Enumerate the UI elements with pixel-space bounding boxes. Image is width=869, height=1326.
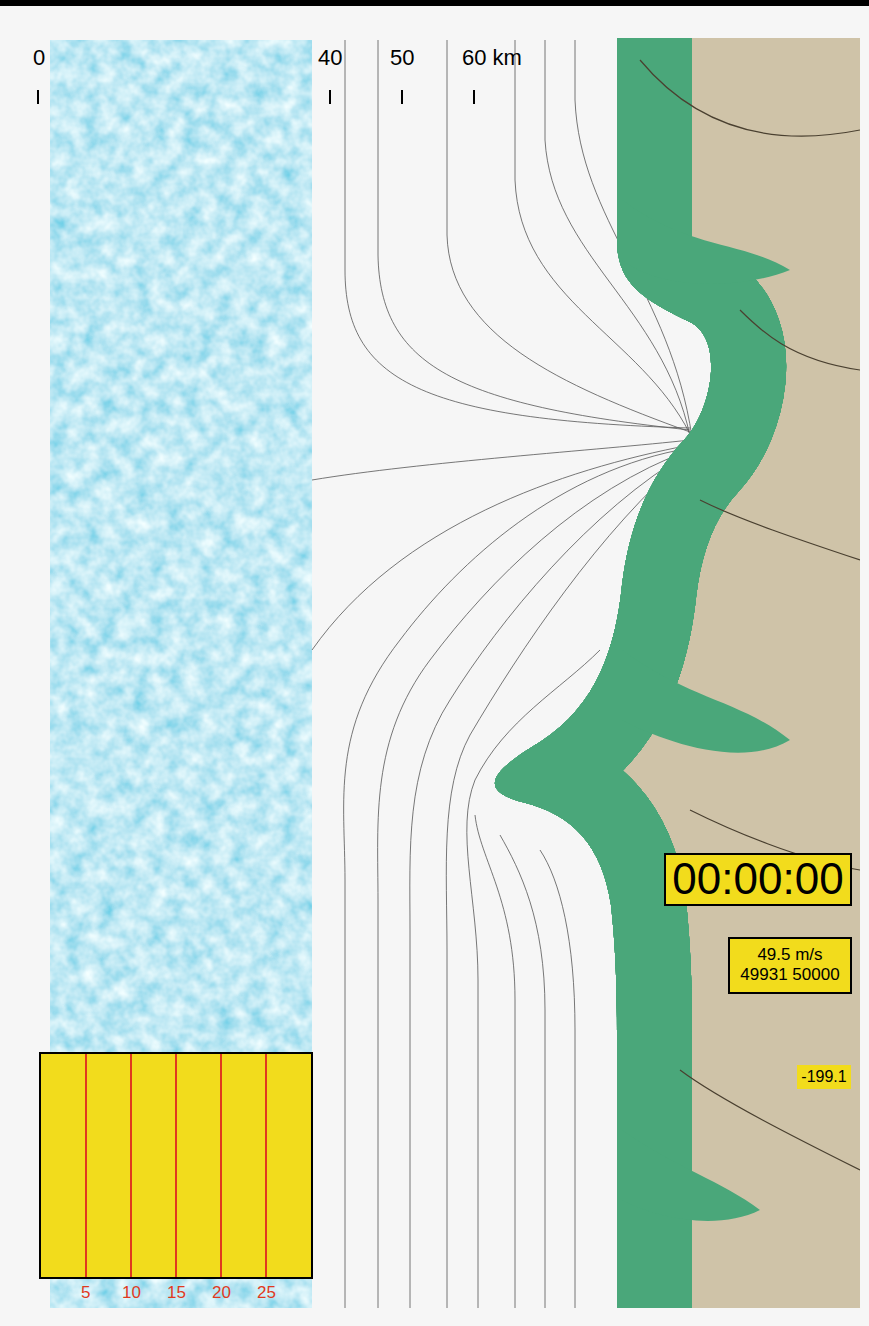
readout-text: 00:00:00 bbox=[672, 856, 844, 902]
scale-label: 40 bbox=[318, 47, 342, 69]
gauge-number: 10 bbox=[122, 1284, 141, 1301]
scale-label: 0 bbox=[33, 47, 45, 69]
terrain bbox=[470, 38, 869, 1308]
readout-text: 49.5 m/s bbox=[740, 945, 840, 965]
gauge-number: 5 bbox=[81, 1284, 90, 1301]
readout-text: 49931 50000 bbox=[740, 965, 840, 985]
velocity-box: 49.5 m/s49931 50000 bbox=[728, 937, 852, 994]
scale-label: 60 km bbox=[462, 47, 522, 69]
time-box: 00:00:00 bbox=[664, 853, 852, 906]
gauge-lines bbox=[86, 1054, 266, 1277]
value-box: -199.1 bbox=[797, 1065, 851, 1089]
gauge-box bbox=[40, 1053, 312, 1278]
scale-ticks bbox=[38, 90, 474, 104]
gauge-number: 25 bbox=[257, 1284, 276, 1301]
scale-label: 50 bbox=[390, 47, 414, 69]
gauge-number: 20 bbox=[212, 1284, 231, 1301]
readout-text: -199.1 bbox=[801, 1068, 847, 1086]
top-bar bbox=[0, 0, 869, 6]
gauge-number: 15 bbox=[167, 1284, 186, 1301]
